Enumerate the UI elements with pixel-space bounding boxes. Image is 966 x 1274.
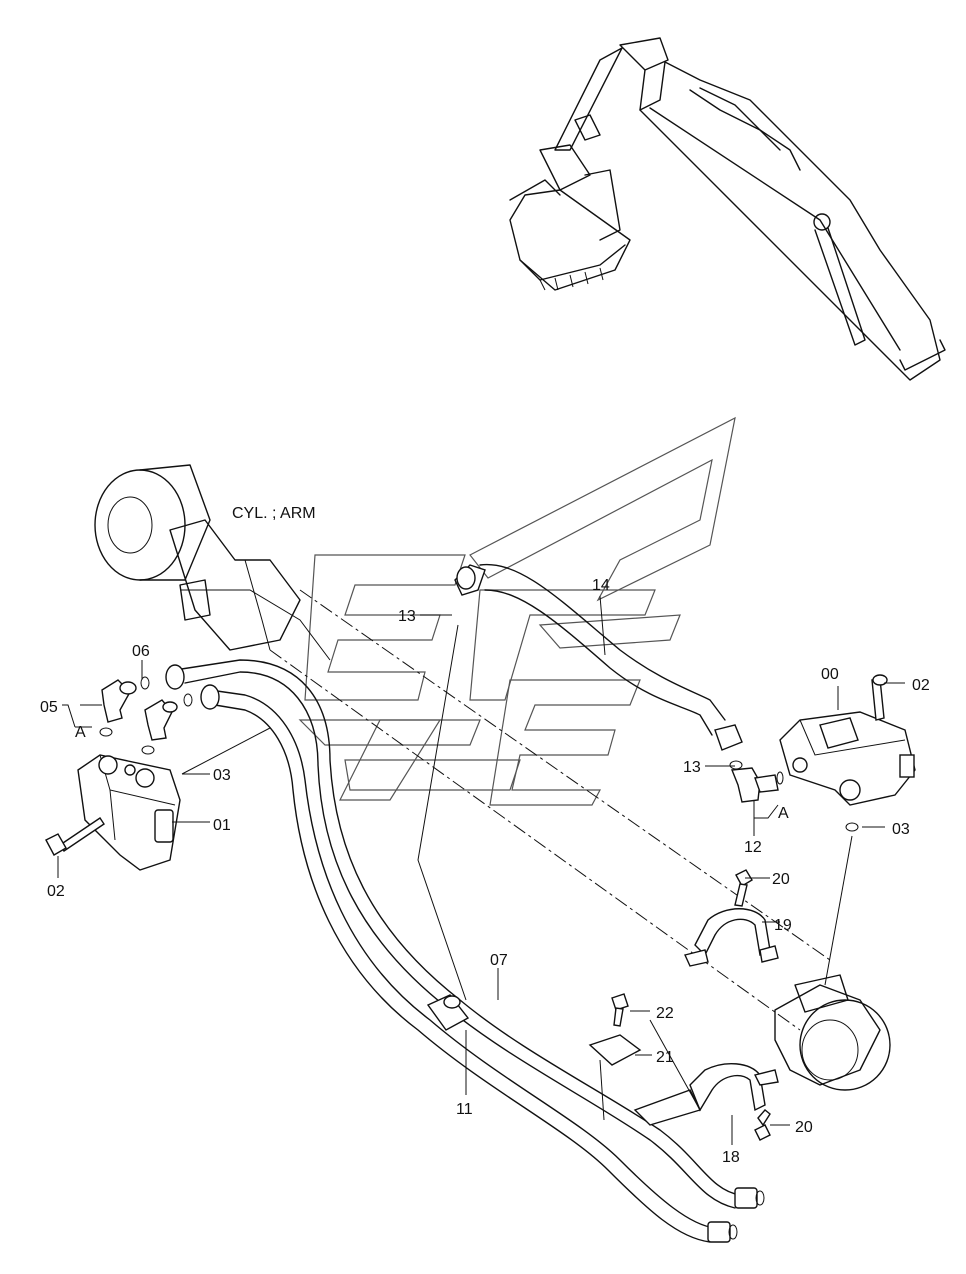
label-part-12: 12 bbox=[744, 839, 762, 856]
label-part-11: 11 bbox=[456, 1101, 473, 1118]
hose-11 bbox=[200, 684, 738, 1243]
hose-07 bbox=[165, 659, 765, 1209]
part-labels: CYL. ; ARM 01 02 03 05 06 A 07 11 13 14 … bbox=[40, 505, 930, 1166]
hose-clamp-collar bbox=[426, 994, 470, 1031]
label-part-02-right: 02 bbox=[912, 677, 930, 694]
label-part-21: 21 bbox=[656, 1049, 674, 1066]
label-ref-a-left: A bbox=[75, 724, 86, 741]
valve-01 bbox=[77, 754, 181, 871]
label-part-20-lower: 20 bbox=[795, 1119, 813, 1136]
label-part-06: 06 bbox=[132, 643, 150, 660]
label-part-18: 18 bbox=[722, 1149, 740, 1166]
label-part-22: 22 bbox=[656, 1005, 674, 1022]
elbow-fittings-05 bbox=[99, 676, 193, 755]
bolt-20-upper bbox=[734, 869, 753, 907]
leader-lines bbox=[57, 595, 905, 1145]
hose-14 bbox=[454, 563, 743, 751]
arm-cylinder bbox=[94, 464, 891, 1091]
label-part-03-right: 03 bbox=[892, 821, 910, 838]
label-part-07: 07 bbox=[490, 952, 508, 969]
bolt-02-left bbox=[45, 817, 105, 856]
valve-00 bbox=[779, 674, 916, 806]
excavator-arm-overview bbox=[509, 37, 946, 381]
label-part-02-left: 02 bbox=[47, 883, 65, 900]
bracket-18 bbox=[633, 1063, 779, 1126]
label-part-03-left: 03 bbox=[213, 767, 231, 784]
diagram-title: CYL. ; ARM bbox=[232, 505, 316, 522]
label-ref-a-right: A bbox=[778, 805, 789, 822]
label-part-19: 19 bbox=[774, 917, 792, 934]
bolt-20-lower bbox=[754, 1109, 771, 1141]
elbow-fitting-12 bbox=[729, 760, 859, 832]
bolt-22 bbox=[611, 993, 629, 1027]
label-part-13-lower: 13 bbox=[683, 759, 701, 776]
label-part-00: 00 bbox=[821, 666, 839, 683]
label-part-14: 14 bbox=[592, 577, 610, 594]
watermark-logo bbox=[298, 416, 736, 806]
label-part-13-upper: 13 bbox=[398, 608, 416, 625]
plate-21 bbox=[588, 1034, 642, 1066]
label-part-05: 05 bbox=[40, 699, 58, 716]
bracket-19 bbox=[684, 908, 779, 967]
label-part-20-upper: 20 bbox=[772, 871, 790, 888]
label-part-01: 01 bbox=[213, 817, 231, 834]
